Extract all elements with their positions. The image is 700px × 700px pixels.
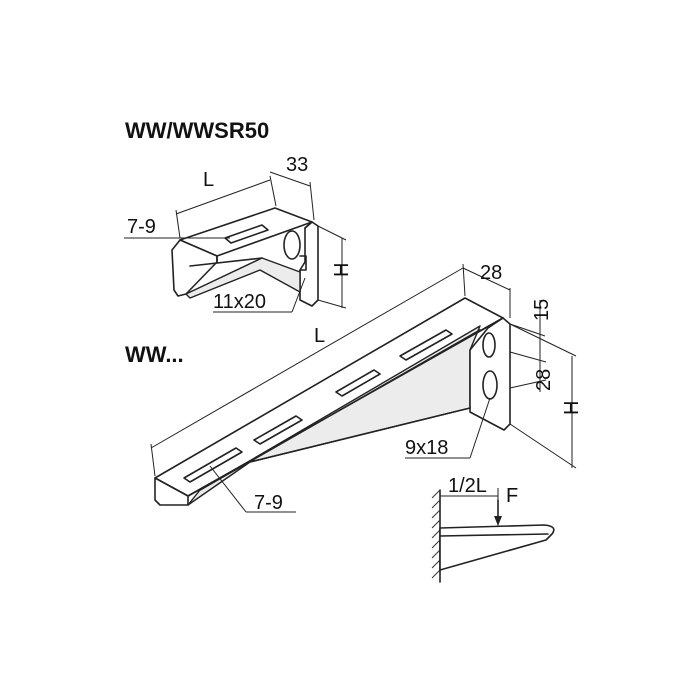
large-width-label: 28 bbox=[480, 262, 502, 284]
large-slot-label: 7-9 bbox=[254, 492, 283, 514]
force-arrow-head bbox=[494, 516, 502, 526]
large-bracket-slot-1 bbox=[399, 329, 453, 361]
load-position-label: 1/2L bbox=[448, 475, 487, 497]
small-width-label: 33 bbox=[286, 154, 308, 176]
large-bracket-upper-hole bbox=[482, 332, 496, 358]
large-bracket-slot-3 bbox=[253, 415, 303, 445]
large-bracket-lower-hole bbox=[482, 370, 498, 400]
wall-hatch bbox=[431, 489, 441, 579]
model-heading-top: WW/WWSR50 bbox=[125, 118, 269, 143]
large-hole-spacing-label: 28 bbox=[533, 369, 555, 391]
small-bracket-wall-hole bbox=[283, 230, 301, 260]
large-bracket-slot-4 bbox=[183, 447, 243, 483]
load-force-label: F bbox=[506, 485, 518, 507]
small-slot-label: 7-9 bbox=[127, 216, 156, 238]
small-bracket-slot bbox=[224, 224, 269, 244]
load-diagram: 1/2L F bbox=[431, 475, 555, 583]
small-height-label: H bbox=[331, 263, 353, 277]
large-top-offset-label: 15 bbox=[531, 299, 553, 321]
small-bracket-drawing bbox=[171, 207, 319, 307]
large-bracket-tip bbox=[154, 477, 189, 506]
small-bracket-back-plate bbox=[299, 221, 319, 307]
model-heading-bottom: WW... bbox=[125, 342, 184, 367]
load-bracket-profile bbox=[439, 524, 555, 571]
small-length-label: L bbox=[203, 169, 214, 191]
large-bracket-drawing bbox=[154, 297, 511, 506]
large-bracket-dimensions: L 28 15 28 H 9x18 7-9 bbox=[150, 262, 583, 514]
large-height-label: H bbox=[561, 401, 583, 415]
large-bracket-slot-2 bbox=[335, 369, 381, 397]
large-length-label: L bbox=[314, 325, 325, 347]
small-bracket-dimensions: L 33 7-9 H 11x20 bbox=[124, 154, 353, 313]
small-hole-label: 11x20 bbox=[213, 291, 266, 313]
large-hole-label: 9x18 bbox=[405, 437, 448, 459]
